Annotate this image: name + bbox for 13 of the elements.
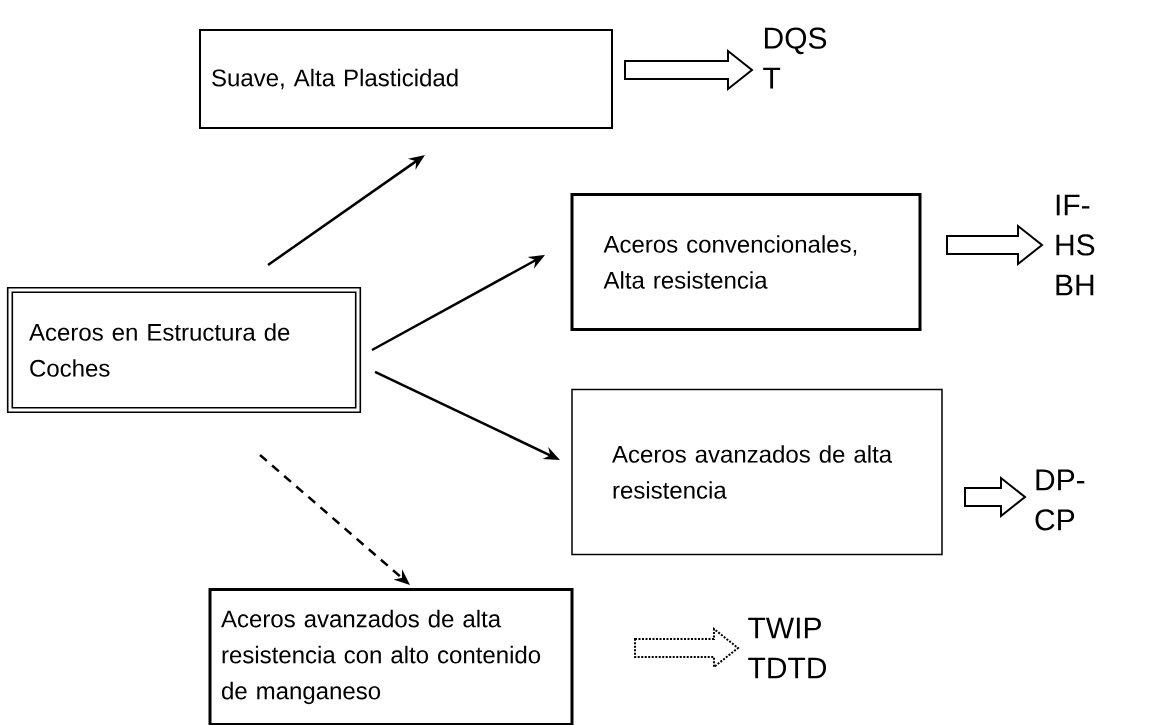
steel-type-box: Aceros convencionales, Alta resistencia bbox=[570, 193, 922, 331]
grade-label: DP- CP bbox=[1035, 469, 1085, 531]
steel-type-box: Suave, Alta Plasticidad bbox=[199, 29, 613, 129]
block-arrow bbox=[634, 626, 740, 670]
grade-label: IF- HS BH bbox=[1056, 194, 1095, 296]
grade-label: TWIP TDTD bbox=[748, 617, 827, 679]
block-arrow bbox=[964, 475, 1027, 519]
block-arrow bbox=[946, 223, 1044, 267]
category-box: Aceros en Estructura de Coches bbox=[6, 286, 362, 414]
block-arrow bbox=[624, 48, 754, 92]
steel-type-box: Aceros avanzados de alta resistencia bbox=[571, 388, 943, 556]
steel-type-box: Aceros avanzados de alta resistencia con alto contenido de manganeso bbox=[208, 588, 574, 725]
grade-label: DQS T bbox=[763, 27, 827, 89]
